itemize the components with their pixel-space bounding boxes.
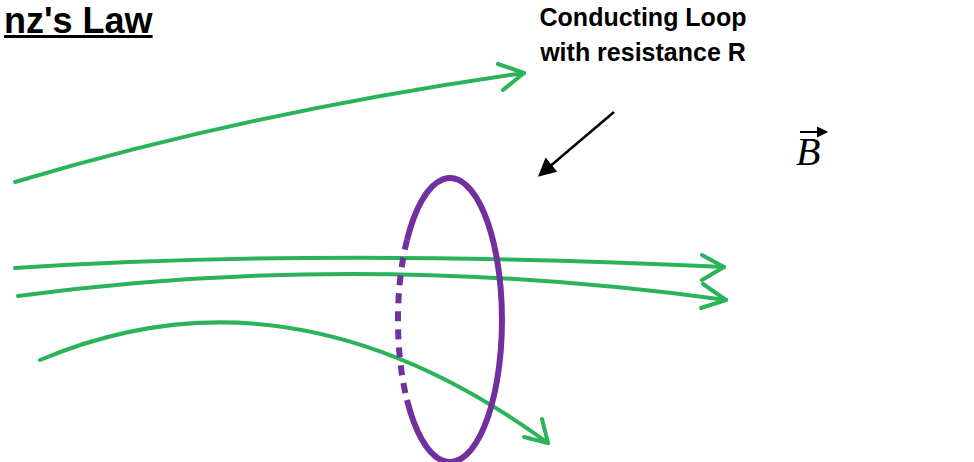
field-arrowhead	[702, 255, 724, 280]
loop-back-dashed	[398, 240, 407, 400]
field-line	[40, 322, 548, 443]
leader-line	[548, 112, 614, 168]
field-line	[15, 258, 724, 268]
conducting-loop	[398, 178, 502, 462]
vector-symbol: B	[796, 130, 820, 174]
field-arrowhead	[498, 64, 524, 90]
loop-front	[407, 178, 502, 462]
leader-arrowhead	[540, 160, 555, 175]
pointer-arrow	[540, 112, 614, 175]
slide-title: nz's Law	[4, 0, 153, 42]
field-lines	[15, 64, 726, 443]
field-arrowhead	[524, 419, 548, 443]
callout-label: Conducting Loop with resistance R	[512, 0, 774, 70]
field-line	[15, 73, 524, 182]
field-line	[18, 274, 726, 300]
field-arrowhead	[701, 284, 726, 308]
